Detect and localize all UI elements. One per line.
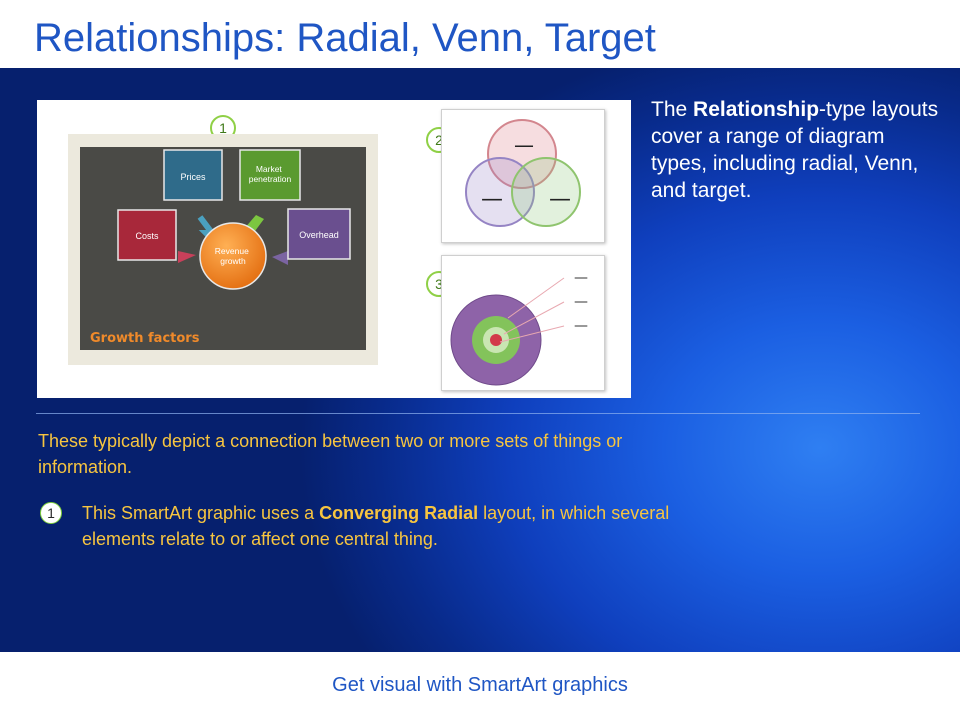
venn-diagram-frame: — — — <box>441 109 605 243</box>
revenue-label-line1: Revenue <box>215 246 249 256</box>
slide-title: Relationships: Radial, Venn, Target <box>34 16 656 60</box>
venn-dash-top: — <box>514 133 534 157</box>
target-diagram-frame: — — — <box>441 255 605 391</box>
revenue-circle <box>199 222 267 290</box>
market-label-line2: penetration <box>249 174 292 184</box>
side-description: The Relationship-type layouts cover a ra… <box>651 96 941 204</box>
prices-label: Prices <box>180 172 206 182</box>
bullet-bold: Converging Radial <box>319 503 479 523</box>
target-connector-1 <box>507 277 565 319</box>
bullet-text: This SmartArt graphic uses a Converging … <box>82 500 682 552</box>
bullet-number-badge: 1 <box>40 502 62 524</box>
bullet-pre: This SmartArt graphic uses a <box>82 503 320 523</box>
footer: Get visual with SmartArt graphics <box>0 652 960 720</box>
venn-diagram-svg: — — — <box>465 119 581 227</box>
revenue-label-line2: growth <box>220 256 246 266</box>
body-text: These typically depict a connection betw… <box>38 431 623 477</box>
overhead-label: Overhead <box>299 230 339 240</box>
revenue-label: Revenue growth <box>215 246 251 266</box>
target-center <box>490 334 502 346</box>
market-label-line1: Market <box>256 164 283 174</box>
growth-factors-caption: Growth factors <box>90 331 200 346</box>
market-label: Market penetration <box>249 164 292 184</box>
target-dash-1: — <box>574 270 588 286</box>
footer-text: Get visual with SmartArt graphics <box>332 674 628 696</box>
divider-line <box>36 413 920 414</box>
target-connector-3 <box>499 325 565 343</box>
radial-diagram: Prices Market penetration Costs Overhead… <box>80 147 366 350</box>
venn-circle-top <box>487 119 557 189</box>
costs-box <box>117 209 177 261</box>
bullet-post: layout, in which several elements relate… <box>82 503 670 549</box>
arrow-overhead-head <box>272 251 288 265</box>
costs-label: Costs <box>135 231 159 241</box>
venn-dash-right: — <box>549 187 571 212</box>
radial-diagram-frame: Prices Market penetration Costs Overhead… <box>68 134 378 365</box>
radial-diagram-svg: Prices Market penetration Costs Overhead… <box>90 149 351 346</box>
target-dash-2: — <box>574 294 588 310</box>
arrow-costs-head <box>178 251 196 263</box>
title-bar: Relationships: Radial, Venn, Target <box>0 0 960 68</box>
figure-panel: 1 <box>37 100 631 398</box>
prices-box <box>163 149 223 201</box>
side-post: -type layouts cover a range of diagram t… <box>651 98 939 202</box>
side-bold: Relationship <box>693 98 820 121</box>
overhead-box <box>287 208 351 260</box>
target-dash-3: — <box>574 318 588 334</box>
venn-circle-right <box>511 157 581 227</box>
target-connector-2 <box>503 301 565 335</box>
market-box <box>239 149 301 201</box>
side-pre: The <box>651 98 694 121</box>
venn-dash-left: — <box>481 187 503 212</box>
target-diagram-svg: — — — <box>450 270 588 386</box>
